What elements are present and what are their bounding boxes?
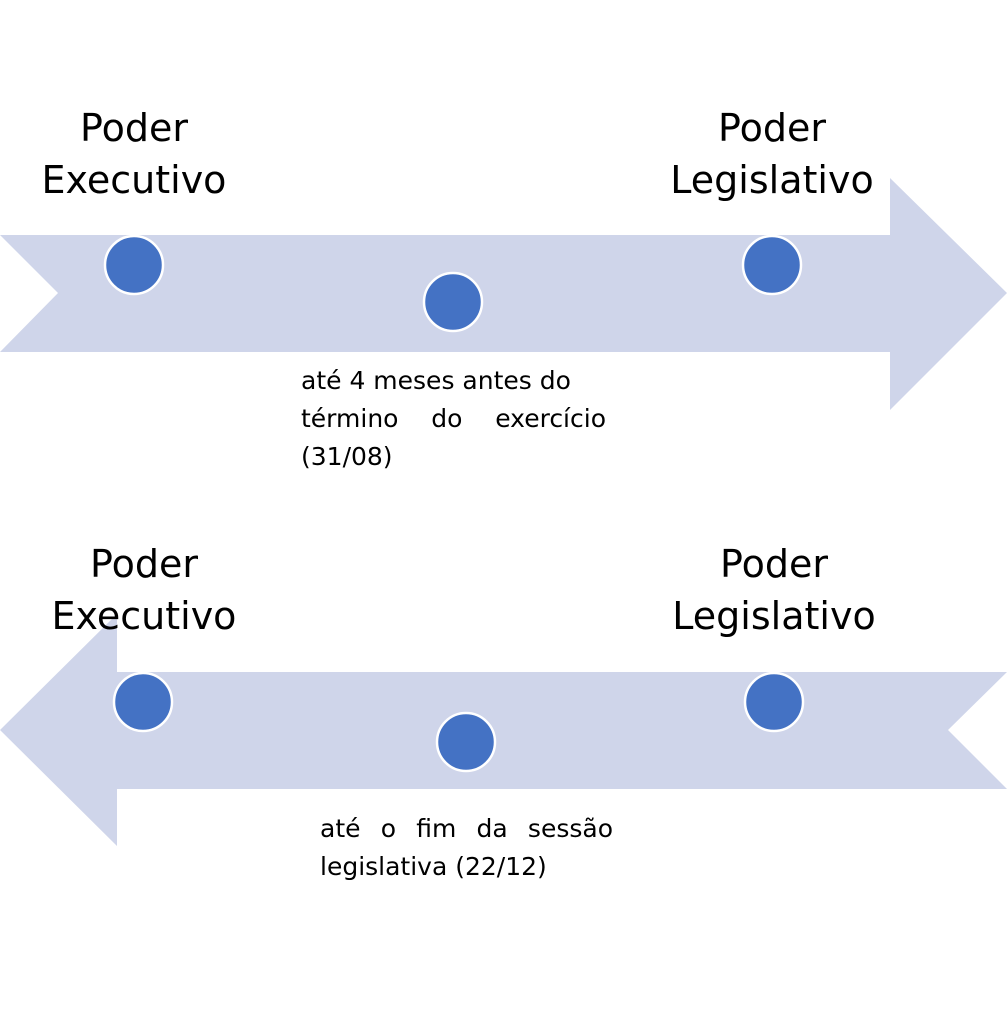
- bottom-note: até o fim da sessão legislativa (22/12): [320, 810, 613, 886]
- label-line: Poder: [80, 106, 188, 150]
- note-line: (31/08): [301, 442, 393, 471]
- note-line: até o fim da sessão: [320, 814, 613, 843]
- bottom-right-label: Poder Legislativo: [664, 538, 884, 642]
- note-line: legislativa (22/12): [320, 852, 547, 881]
- label-line: Legislativo: [670, 158, 874, 202]
- label-line: Executivo: [41, 158, 227, 202]
- bottom-left-label: Poder Executivo: [44, 538, 244, 642]
- label-line: Legislativo: [672, 594, 876, 638]
- bottom-arrow: [0, 614, 1007, 846]
- top-node-executivo: [103, 234, 165, 296]
- top-right-label: Poder Legislativo: [662, 102, 882, 206]
- label-line: Poder: [90, 542, 198, 586]
- top-arrow: [0, 178, 1007, 410]
- label-line: Poder: [718, 106, 826, 150]
- label-line: Executivo: [51, 594, 237, 638]
- top-node-legislativo: [741, 234, 803, 296]
- label-line: Poder: [720, 542, 828, 586]
- top-node-middle: [422, 271, 484, 333]
- bottom-node-middle: [435, 711, 497, 773]
- top-left-label: Poder Executivo: [34, 102, 234, 206]
- top-note: até 4 meses antes do término do exercíci…: [301, 362, 606, 476]
- bottom-node-legislativo: [743, 671, 805, 733]
- note-line: término do exercício: [301, 404, 606, 433]
- note-line: até 4 meses antes do: [301, 366, 571, 395]
- bottom-node-executivo: [112, 671, 174, 733]
